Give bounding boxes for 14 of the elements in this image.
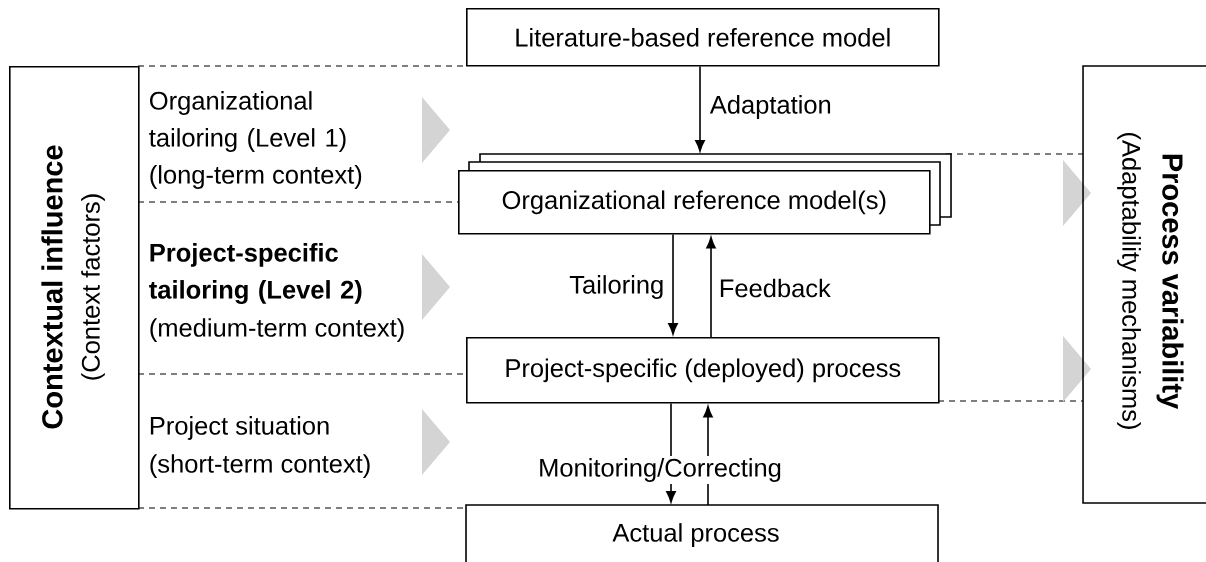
arrow (706, 236, 716, 338)
edge-label: Tailoring (569, 275, 663, 299)
arrow (668, 233, 678, 335)
process-box: Project-specific (deployed) process (466, 337, 940, 404)
stacked-box: Organizational reference model(s) (458, 153, 952, 235)
process-box: Actual process (465, 504, 939, 562)
side-panel: Process variability (Adaptability mechanisms) (1082, 65, 1206, 504)
side-label: (medium-term context) (150, 318, 404, 342)
edge-label: Feedback (720, 278, 831, 298)
edge-label: Monitoring/Correcting (536, 456, 784, 484)
side-panel: Contextual influence (Context factors) (9, 66, 140, 510)
edge-label: Adaptation (709, 95, 831, 119)
arrow (695, 65, 705, 152)
process-box: Literature-based reference model (466, 8, 940, 67)
